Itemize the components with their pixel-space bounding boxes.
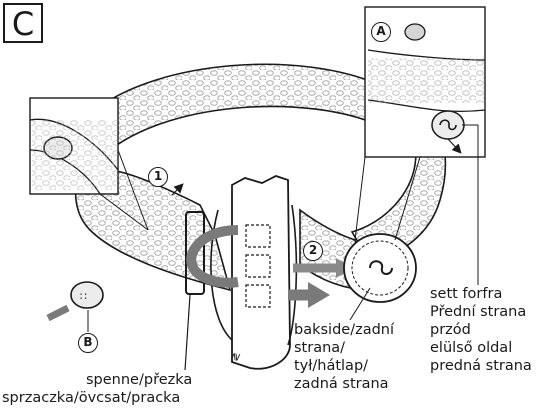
end-cap-b: ∷ [71,282,103,308]
front-label-line-3: przód [430,322,471,339]
back-label-line-1: bakside/zadní [294,322,394,339]
back-label-line-3: tył/hátlap/ [294,358,368,375]
back-label-line-2: strana/ [294,340,345,357]
callout-a: A [371,22,391,42]
buckle-label-line-1: spenne/přezka [86,372,192,389]
back-label-line-4: zadná strana [294,376,389,393]
push-arrow-b [48,308,68,318]
buckle-label-line-2: sprzaczka/övcsat/pracka [2,390,180,407]
leader-buckle [185,295,190,370]
front-label-line-4: elülső oldal [430,340,512,357]
front-label-line-1: sett forfra [430,286,502,303]
front-module [344,234,416,302]
front-label-line-2: Přední strana [430,304,526,321]
callout-b: B [78,333,98,353]
front-label-line-5: predná strana [430,358,532,375]
step-1-number: 1 [148,167,168,187]
svg-text:∷: ∷ [80,290,87,303]
step-2-number: 2 [303,241,323,261]
panel-letter: C [3,3,43,43]
strap-band-back [95,64,380,150]
